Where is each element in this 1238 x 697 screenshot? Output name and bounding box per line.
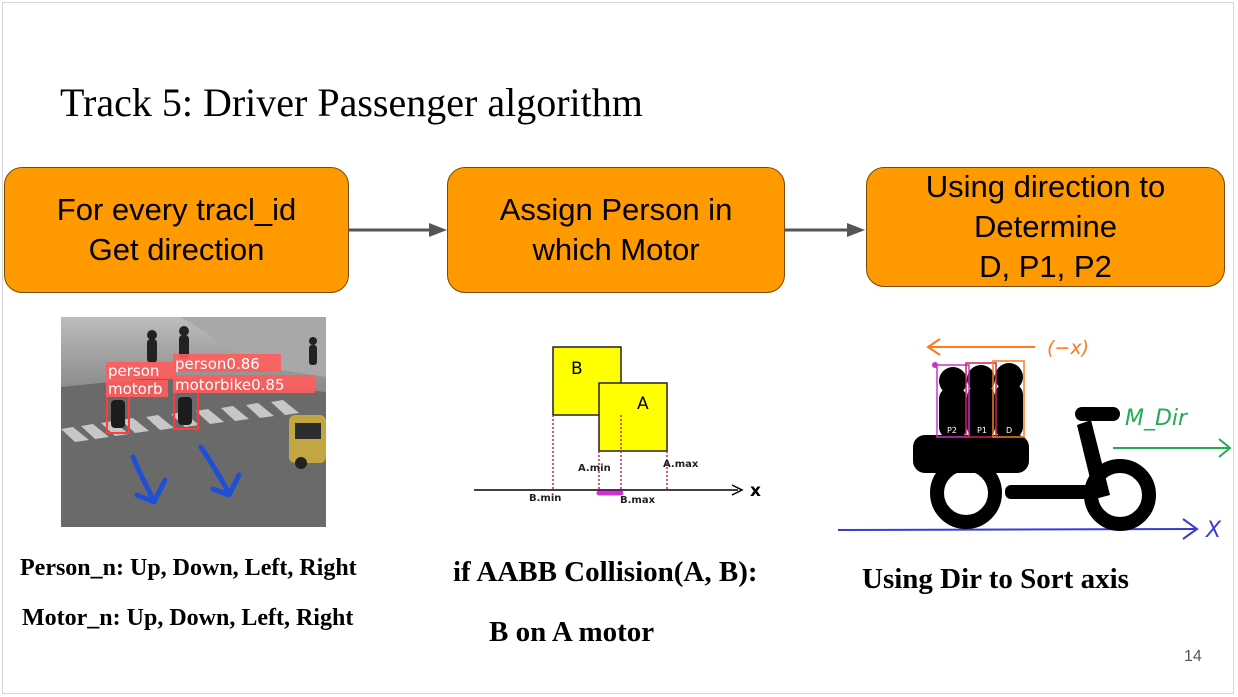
m-dir-label: M_Dir: [1125, 406, 1189, 431]
box-a-label: A: [637, 394, 649, 414]
caption-collision-result: B on A motor: [489, 616, 655, 648]
x-axis-label: x: [750, 481, 761, 501]
flow-box-determine: Using direction to Determine D, P1, P2: [866, 167, 1225, 287]
d-label: D: [1006, 426, 1012, 435]
slide-title: Track 5: Driver Passenger algorithm: [60, 80, 643, 125]
direction-arrow-right: [210, 472, 242, 498]
flow-box-assign-label: Assign Person in which Motor: [499, 192, 733, 267]
box-a: [598, 382, 668, 452]
a-min-label: A.min: [578, 463, 611, 474]
flow-box-determine-label: Using direction to Determine D, P1, P2: [925, 169, 1166, 284]
flow-arrow-2: [785, 223, 865, 237]
caption-motor-directions: Motor_n: Up, Down, Left, Right: [22, 605, 354, 631]
caption-collision-if: if AABB Collision(A, B):: [453, 556, 758, 588]
motor-label-left: motorb: [108, 380, 163, 398]
page-number: 14: [1184, 648, 1202, 665]
aabb-diagram: B A x A.min A.max B.min B.max: [474, 346, 761, 506]
person-label-left: person: [108, 362, 159, 380]
scooter-diagram: (−x) M_Dir X P2 P1 D: [837, 337, 1232, 543]
p1-label: P1: [977, 426, 987, 435]
person-label-right: person0.86: [175, 355, 260, 373]
flow-box-direction: For every tracl_id Get direction: [4, 167, 349, 293]
a-max-label: A.max: [663, 459, 699, 470]
p2-label: P2: [947, 426, 957, 435]
ground-axis-label: X: [1205, 518, 1222, 543]
detection-photo: person motorb person0.86 motorbike0.85: [61, 317, 326, 527]
flow-arrow-1: [349, 223, 447, 237]
direction-arrow-left: [130, 454, 156, 503]
b-max-label: B.max: [620, 495, 656, 506]
box-b-label: B: [571, 359, 583, 379]
caption-person-directions: Person_n: Up, Down, Left, Right: [20, 555, 357, 581]
neg-x-label: (−x): [1047, 337, 1089, 359]
flow-box-assign: Assign Person in which Motor: [447, 167, 785, 293]
b-min-label: B.min: [529, 493, 561, 504]
caption-sort-axis: Using Dir to Sort axis: [862, 563, 1129, 595]
flow-box-direction-label: For every tracl_id Get direction: [56, 192, 297, 267]
motor-label-right: motorbike0.85: [175, 376, 284, 394]
